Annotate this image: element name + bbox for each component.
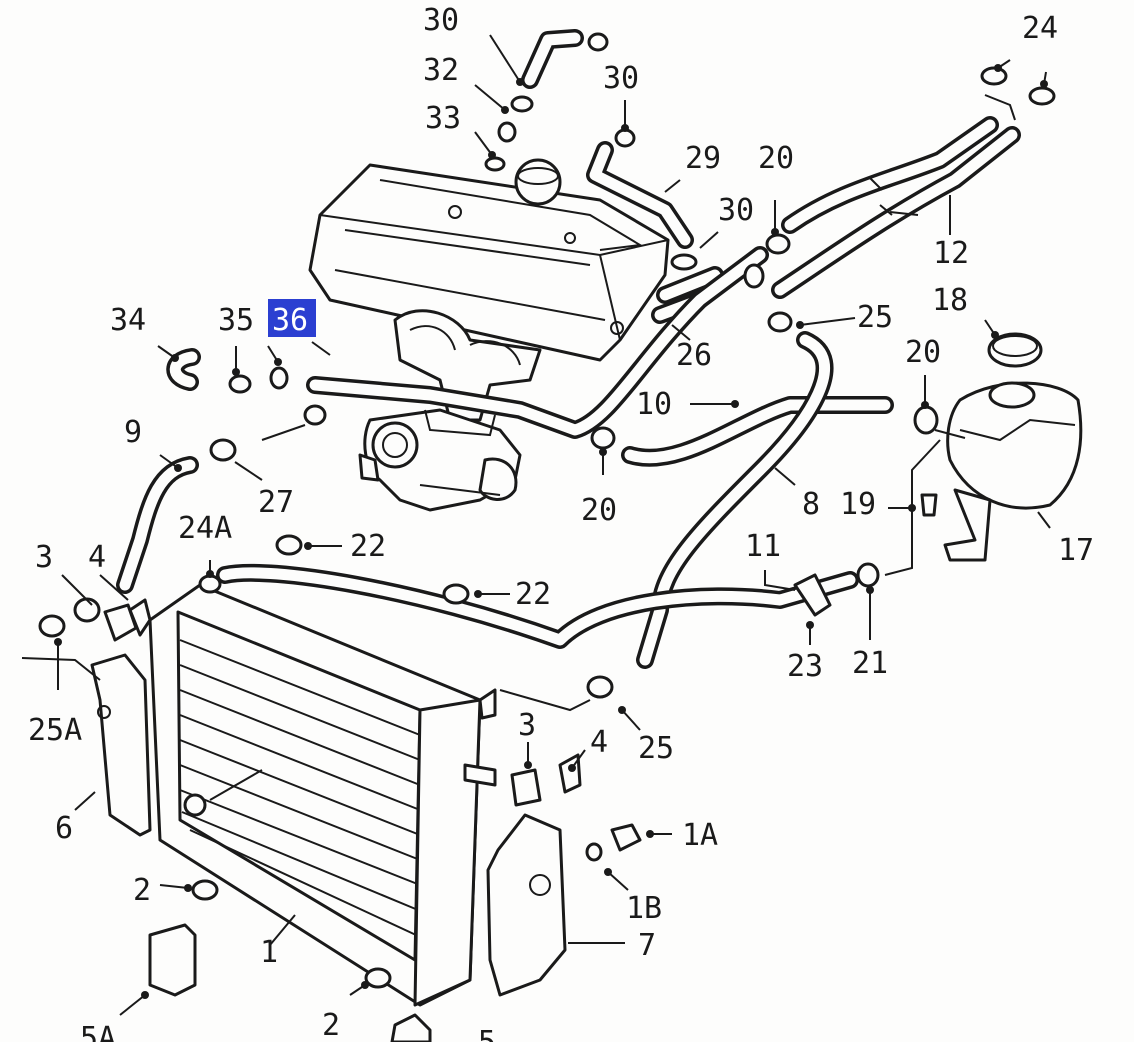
callout-5[interactable]: 5	[478, 1025, 496, 1042]
bracket-5	[390, 1013, 432, 1042]
heater-pipe-26	[651, 266, 724, 324]
grommet-2-left	[191, 879, 219, 901]
washer-1B	[585, 842, 603, 862]
callout-2[interactable]: 2	[133, 873, 151, 908]
coolant-pipe	[306, 246, 769, 439]
bleed-screw-19	[920, 493, 938, 517]
callout-24A[interactable]: 24A	[178, 511, 232, 546]
callout-20[interactable]: 20	[905, 335, 941, 370]
callout-18[interactable]: 18	[932, 283, 968, 318]
hose-34	[166, 348, 201, 391]
hose-30-top	[521, 29, 584, 89]
radiator	[148, 583, 497, 1007]
shroud-7	[486, 813, 567, 997]
callout-20[interactable]: 20	[758, 141, 794, 176]
callout-33[interactable]: 33	[425, 101, 461, 136]
callout-1A[interactable]: 1A	[682, 818, 718, 853]
cap-18	[987, 332, 1043, 368]
expansion-tank	[934, 381, 1083, 562]
callout-7[interactable]: 7	[638, 928, 656, 963]
hose-29	[586, 141, 694, 249]
grommet-2-bottom	[364, 967, 392, 989]
callout-2[interactable]: 2	[322, 1008, 340, 1042]
callout-30[interactable]: 30	[718, 193, 754, 228]
callout-21[interactable]: 21	[852, 646, 888, 681]
callout-20[interactable]: 20	[581, 493, 617, 528]
callout-22[interactable]: 22	[515, 577, 551, 612]
callout-5A[interactable]: 5A	[80, 1021, 116, 1042]
callout-4[interactable]: 4	[88, 540, 106, 575]
callout-1B[interactable]: 1B	[626, 891, 662, 926]
leader-arrowheads	[54, 64, 1048, 999]
callout-25[interactable]: 25	[638, 731, 674, 766]
hose-clamps	[38, 32, 1056, 794]
callout-24[interactable]: 24	[1022, 11, 1058, 46]
callout-25A[interactable]: 25A	[28, 713, 82, 748]
hose-11	[216, 563, 859, 649]
callout-25[interactable]: 25	[857, 300, 893, 335]
callout-9[interactable]: 9	[124, 415, 142, 450]
callout-22[interactable]: 22	[350, 529, 386, 564]
callout-6[interactable]: 6	[55, 811, 73, 846]
callout-1[interactable]: 1	[260, 935, 278, 970]
bushing-3-right	[510, 768, 542, 807]
engine-head	[308, 158, 670, 362]
callout-10[interactable]: 10	[636, 387, 672, 422]
turbocharger	[358, 408, 522, 512]
sensor-1A	[610, 823, 642, 852]
highlight-box	[268, 299, 316, 337]
callout-3[interactable]: 3	[518, 708, 536, 743]
callout-32[interactable]: 32	[423, 53, 459, 88]
callout-19[interactable]: 19	[840, 487, 876, 522]
callout-4[interactable]: 4	[590, 725, 608, 760]
hose-8	[636, 331, 834, 669]
callout-17[interactable]: 17	[1058, 533, 1094, 568]
callout-30[interactable]: 30	[603, 61, 639, 96]
callout-27[interactable]: 27	[258, 485, 294, 520]
callout-30[interactable]: 30	[423, 3, 459, 38]
leader-lines	[21, 34, 1051, 1016]
shroud-6	[90, 653, 152, 837]
callout-12[interactable]: 12	[933, 236, 969, 271]
callout-36[interactable]: 36	[272, 303, 308, 338]
callout-35[interactable]: 35	[218, 303, 254, 338]
callout-3[interactable]: 3	[35, 540, 53, 575]
hose-12	[771, 116, 1021, 299]
callout-29[interactable]: 29	[685, 141, 721, 176]
callout-23[interactable]: 23	[787, 649, 823, 684]
callout-8[interactable]: 8	[802, 487, 820, 522]
callout-11[interactable]: 11	[745, 529, 781, 564]
bracket-5A	[148, 923, 197, 997]
callout-26[interactable]: 26	[676, 338, 712, 373]
callout-34[interactable]: 34	[110, 303, 146, 338]
hose-10	[621, 396, 894, 467]
